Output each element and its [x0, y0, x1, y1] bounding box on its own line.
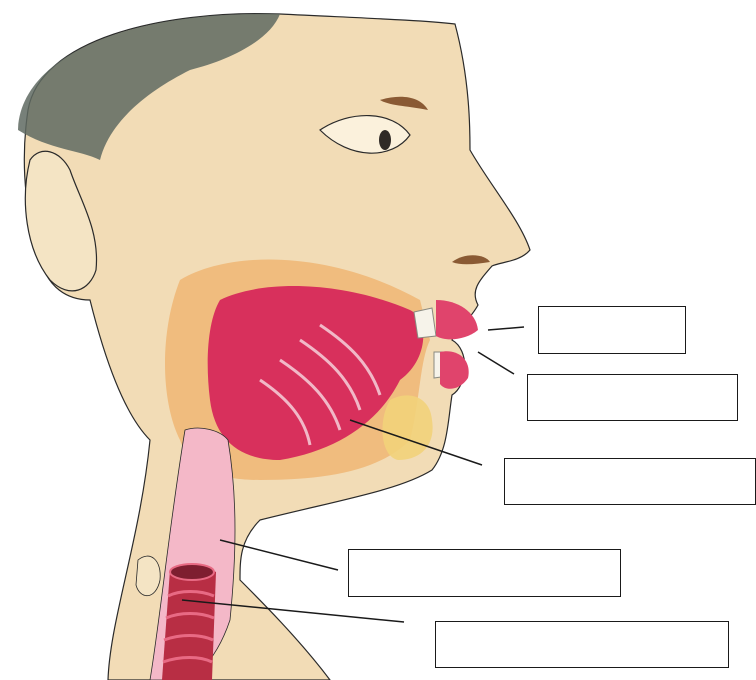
label-box-lips-upper[interactable]	[538, 306, 686, 354]
label-box-lips-lower[interactable]	[527, 374, 738, 421]
trachea	[162, 564, 216, 680]
pointer-line-2	[478, 352, 514, 374]
pupil	[379, 130, 391, 150]
label-box-trachea[interactable]	[435, 621, 729, 668]
pointer-line-1	[488, 327, 524, 330]
label-box-tongue[interactable]	[504, 458, 756, 505]
neck-bone	[136, 556, 160, 596]
lower-lip	[440, 351, 469, 389]
upper-teeth	[414, 308, 436, 338]
label-box-pharynx[interactable]	[348, 549, 621, 597]
